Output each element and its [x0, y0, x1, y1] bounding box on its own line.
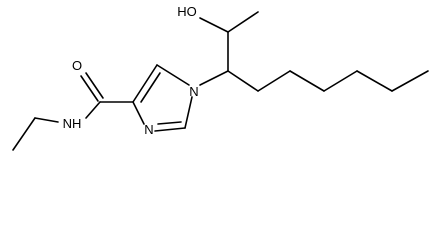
bond-n-ethyl [34, 117, 59, 123]
bond-ethyl-ch3 [12, 117, 36, 151]
bond-co-2 [85, 72, 104, 99]
atom-label-ho: HO [177, 4, 197, 19]
bond-chain-5 [356, 70, 393, 92]
bond-chain-2 [257, 70, 291, 92]
atom-label-n-ring-top: N [189, 84, 198, 99]
bond-chain-1 [227, 70, 259, 92]
bond-c2-n3 [154, 127, 186, 132]
bond-carbonyl-n [85, 101, 101, 119]
atom-label-nh: NH [63, 116, 82, 131]
bond-c5-n1 [156, 64, 190, 86]
atom-label-n-ring-bottom: N [144, 122, 153, 137]
bond-n1-c2 [184, 96, 193, 129]
bond-chain-6 [391, 70, 429, 92]
bond-c4-c5 [132, 64, 158, 103]
bond-choh-ch3 [227, 11, 259, 33]
bond-c2-n3-double [157, 121, 182, 125]
bond-chain-4 [323, 70, 358, 92]
molecule-structure: HO O NH N N [12, 4, 429, 151]
bond-choh-oh [199, 17, 229, 33]
bond-n1-ch [199, 70, 229, 86]
atom-label-o: O [72, 58, 82, 73]
bond-chain-3 [289, 70, 325, 92]
bond-n3-c4 [132, 101, 145, 125]
bond-c4-c5-double [140, 72, 161, 103]
bond-co-1 [80, 75, 99, 102]
